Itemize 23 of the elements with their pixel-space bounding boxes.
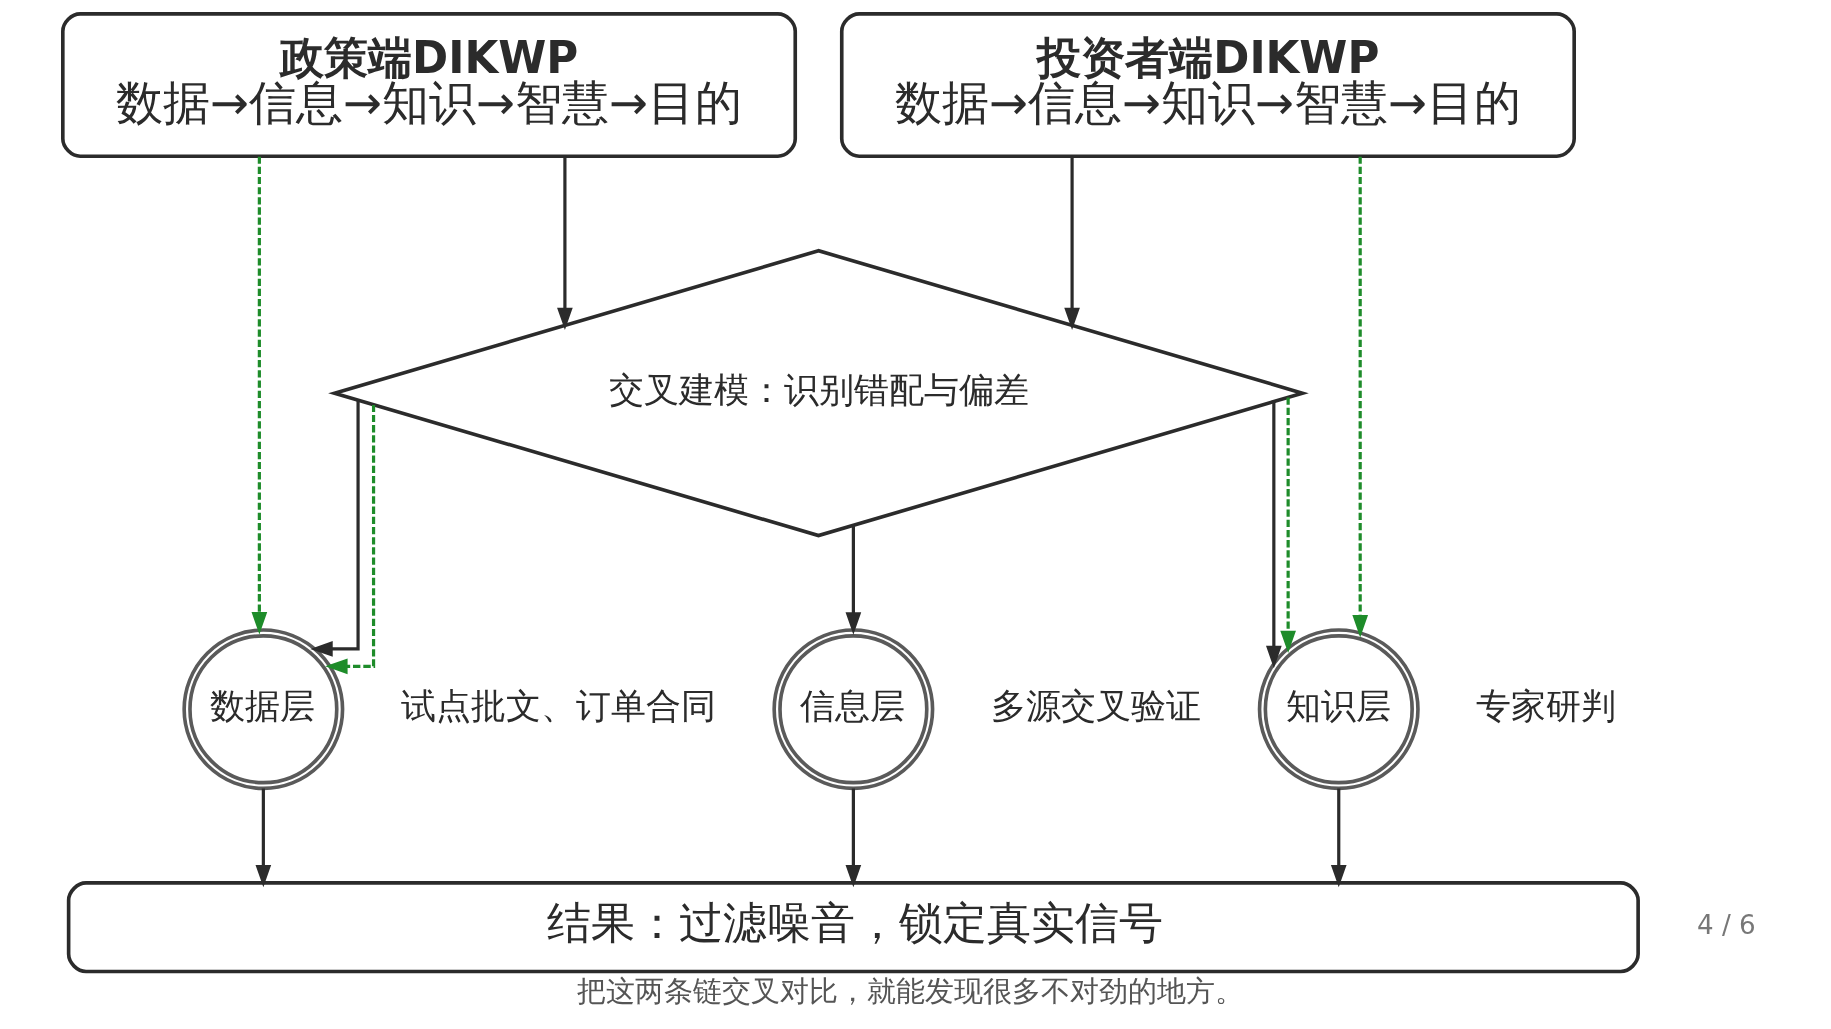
arrow xyxy=(1280,397,1296,654)
node-label: 专家研判 xyxy=(1476,686,1617,727)
arrow xyxy=(1352,156,1369,638)
node-label: 试点批文、订单合同 xyxy=(400,686,716,727)
arrow xyxy=(845,525,862,635)
node-box: 结果：过滤噪音，锁定真实信号 xyxy=(66,881,1640,974)
arrow xyxy=(255,788,272,888)
arrow xyxy=(251,156,268,635)
arrow xyxy=(1266,401,1282,669)
arrow xyxy=(1064,156,1080,331)
node-box: 投资者端DIKWP 数据→信息→知识→智慧→目的 xyxy=(839,12,1576,159)
arrow xyxy=(310,400,360,657)
node-box: 政策端DIKWP 数据→信息→知识→智慧→目的 xyxy=(61,12,798,159)
node-circle: 信息层 xyxy=(772,628,935,791)
caption: 把这两条链交叉对比，就能发现很多不对劲的地方。 xyxy=(576,973,1244,1008)
node-label: 多源交叉验证 xyxy=(990,686,1201,727)
node-circle: 数据层 xyxy=(182,628,345,791)
arrow xyxy=(1330,788,1347,888)
node-diamond: 交叉建模：识别错配与偏差 xyxy=(328,248,1309,538)
arrow xyxy=(325,404,376,675)
arrow xyxy=(845,788,862,888)
arrow xyxy=(557,156,573,331)
label: 4 / 6 xyxy=(1696,909,1756,940)
